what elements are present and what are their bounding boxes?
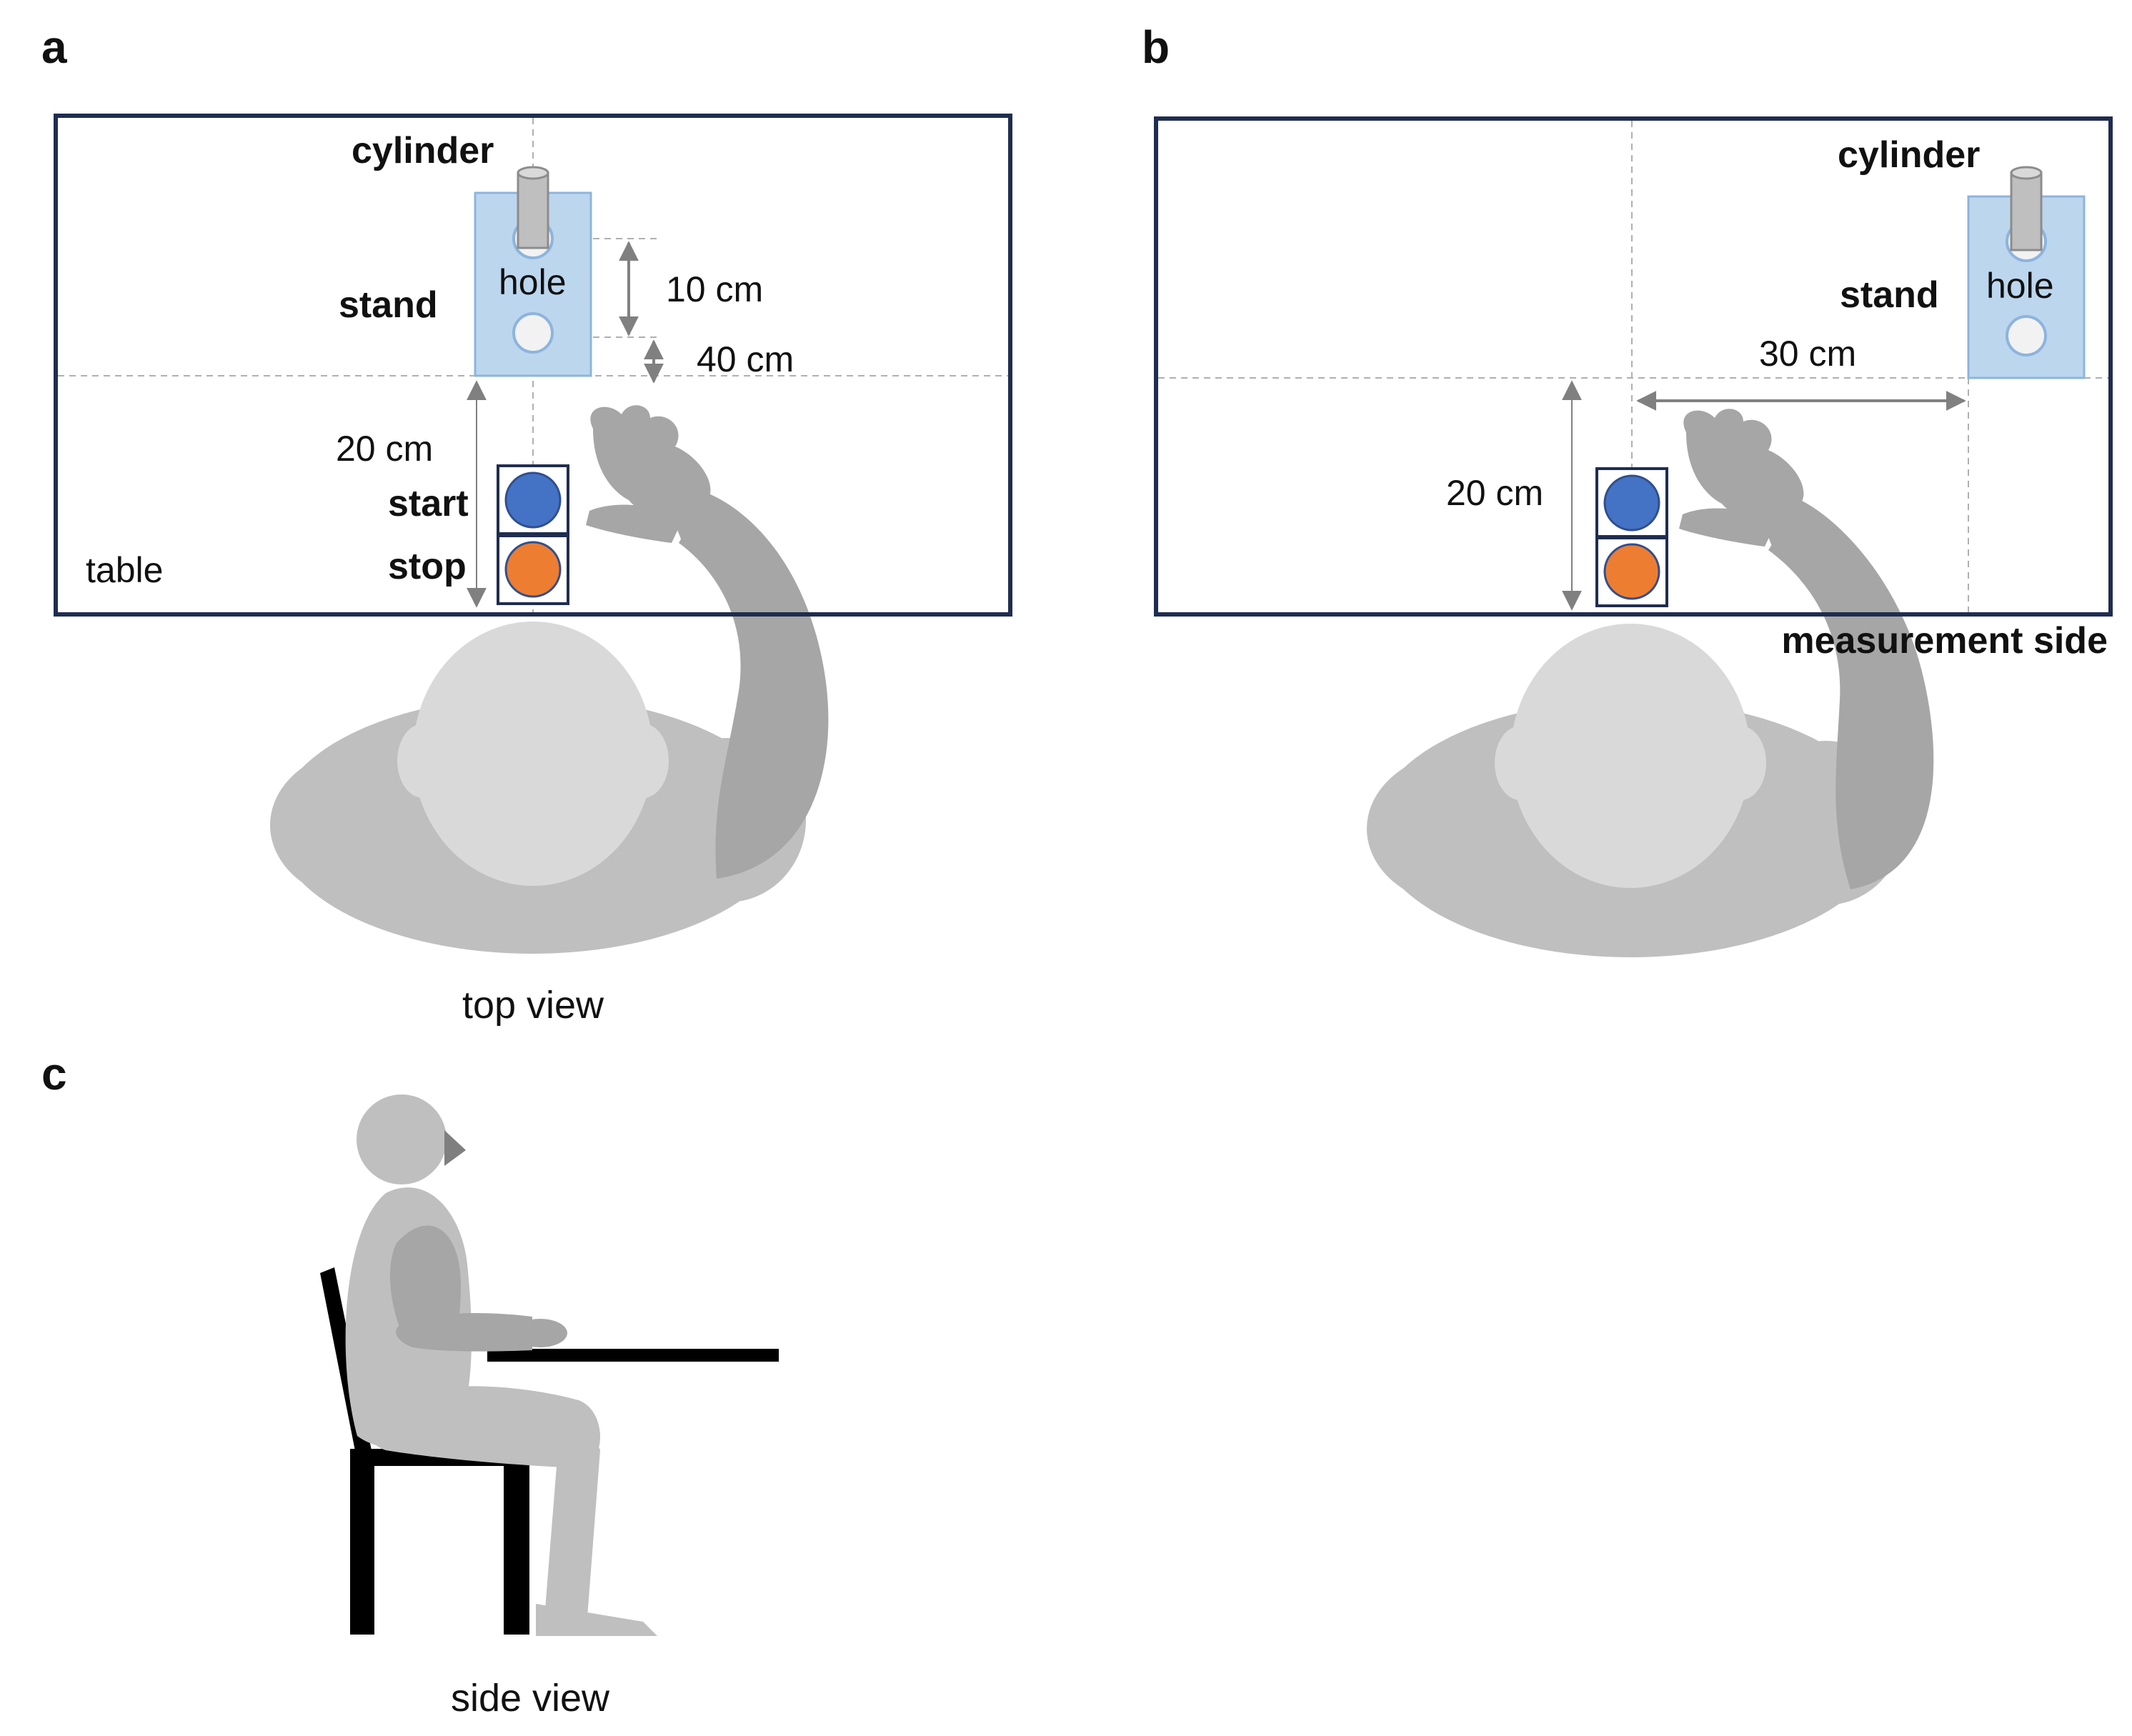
stand-label: stand [1840,274,1939,316]
person-top-view-b [1367,409,1934,957]
person-top-view-a [270,405,829,954]
distance-20cm-label: 20 cm [336,429,433,469]
hole-lower [512,312,554,354]
distance-30cm-label: 30 cm [1759,334,1856,374]
start-button [1603,474,1660,532]
stand-label: stand [339,284,438,326]
nose [523,627,543,659]
head [413,622,653,886]
head [357,1094,447,1184]
hand [513,1319,567,1347]
chair-front-leg [504,1449,529,1635]
nose [1620,629,1640,660]
distance-20cm-label: 20 cm [1446,473,1543,513]
hole-label: hole [1986,266,2054,306]
measurement-side-label: measurement side [1781,620,2108,662]
thumb [1679,508,1775,547]
upper-arm [679,493,829,879]
thumb [586,504,682,543]
hole-label: hole [499,262,567,302]
table-label: table [86,550,163,590]
hand [1683,409,1804,520]
hand [590,405,711,517]
panel-b-letter: b [1142,21,1170,73]
lower-leg [543,1437,600,1636]
top-view-caption: top view [462,984,604,1027]
table-side [487,1349,779,1362]
panel-a-letter: a [41,21,67,73]
stop-button [504,541,562,598]
panel-c-letter: c [41,1048,67,1099]
head [1510,624,1750,888]
distance-10cm-label: 10 cm [666,269,763,309]
cylinder-label: cylinder [1838,134,1980,176]
forearm [396,1313,532,1352]
side-view-caption: side view [451,1677,610,1720]
upper-arm [389,1225,461,1332]
eye-direction-marker [444,1130,466,1166]
chair-back-leg [350,1449,374,1635]
stop-button [1603,543,1660,600]
panel-b: b [1142,21,2113,957]
panel-a: a [41,21,1012,1027]
upper-arm [1768,500,1934,889]
cylinder-label: cylinder [352,130,494,171]
cylinder [2010,166,2043,251]
table-frame [54,114,1012,617]
table-frame [1154,116,2113,617]
person-side-view [345,1094,657,1636]
distance-40cm-label: 40 cm [697,339,794,379]
panel-c: c side view [41,1048,779,1720]
cylinder [517,166,549,249]
start-button [504,472,562,529]
start-label: start [388,483,469,524]
stop-label: stop [388,546,467,587]
hole-lower [2006,315,2047,356]
foot [536,1604,657,1636]
